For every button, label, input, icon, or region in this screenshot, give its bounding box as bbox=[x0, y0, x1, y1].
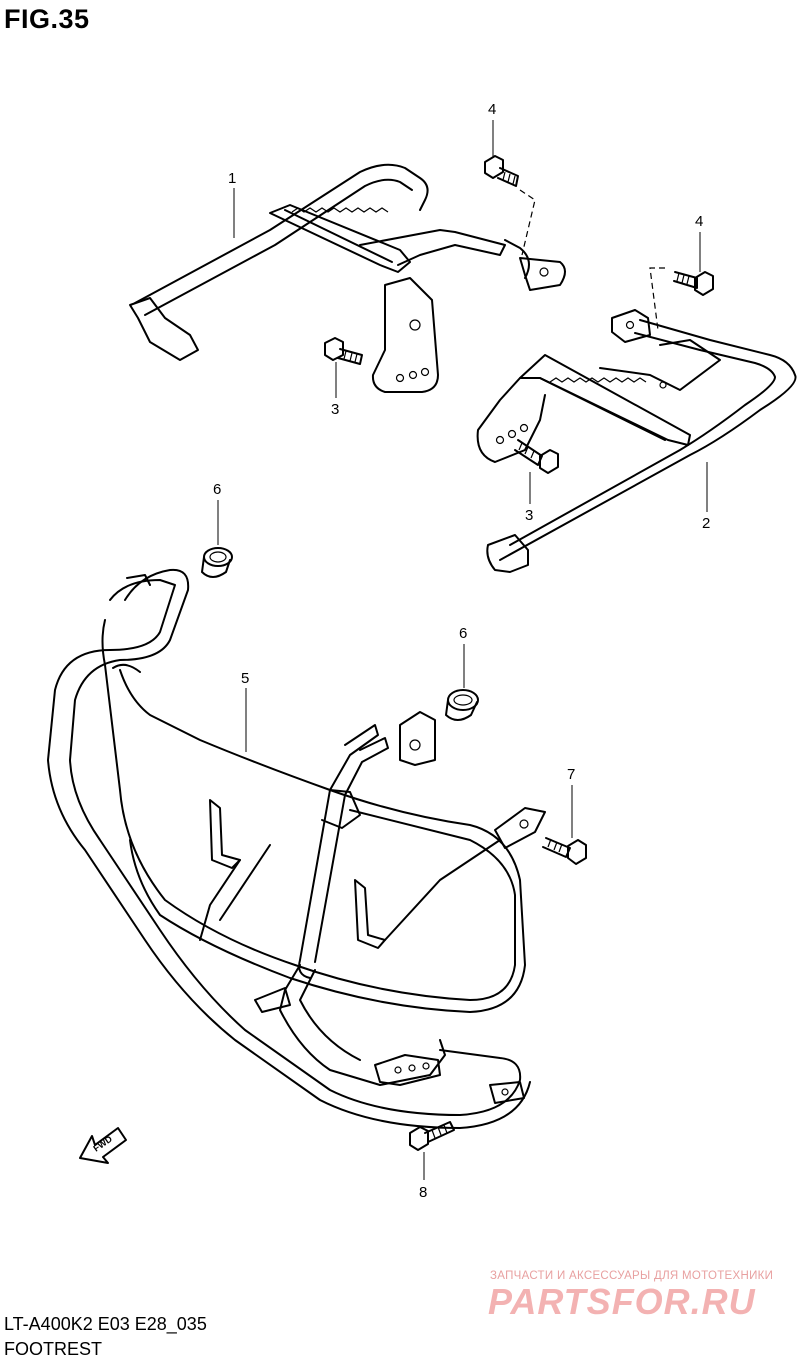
callout-1: 1 bbox=[228, 170, 236, 187]
bolt-7 bbox=[542, 837, 587, 865]
figure-title: FIG.35 bbox=[4, 4, 90, 34]
footrest-right-part-2 bbox=[476, 309, 797, 573]
callout-7: 7 bbox=[567, 766, 575, 783]
bolt-3-left bbox=[324, 337, 363, 365]
bolt-8 bbox=[409, 1121, 455, 1151]
model-code: LT-A400K2 E03 E28_035 bbox=[4, 1314, 207, 1334]
forward-arrow-icon: FWD bbox=[79, 1127, 127, 1164]
callout-4-lower: 4 bbox=[695, 213, 703, 230]
part-group-name: FOOTREST bbox=[4, 1339, 102, 1359]
watermark-logo: PARTSFOR.RU bbox=[488, 1281, 756, 1322]
plug-6-upper bbox=[201, 547, 233, 578]
callout-4-upper: 4 bbox=[488, 101, 496, 118]
callout-3-left: 3 bbox=[331, 401, 339, 418]
callout-6-lower: 6 bbox=[459, 625, 467, 642]
callout-2: 2 bbox=[702, 515, 710, 532]
plug-6-lower bbox=[445, 689, 479, 721]
callout-3-right: 3 bbox=[525, 507, 533, 524]
callout-8: 8 bbox=[419, 1184, 427, 1201]
callout-5: 5 bbox=[241, 670, 249, 687]
front-guard-part-5 bbox=[47, 568, 546, 1129]
bolt-4-upper bbox=[484, 155, 519, 187]
bolt-4-lower bbox=[673, 271, 714, 296]
bolt-3-right bbox=[514, 439, 559, 474]
footrest-left-part-1 bbox=[129, 163, 566, 393]
callout-6-upper: 6 bbox=[213, 481, 221, 498]
watermark-tagline: ЗАПЧАСТИ И АКСЕССУАРЫ ДЛЯ МОТОТЕХНИКИ bbox=[490, 1270, 774, 1282]
